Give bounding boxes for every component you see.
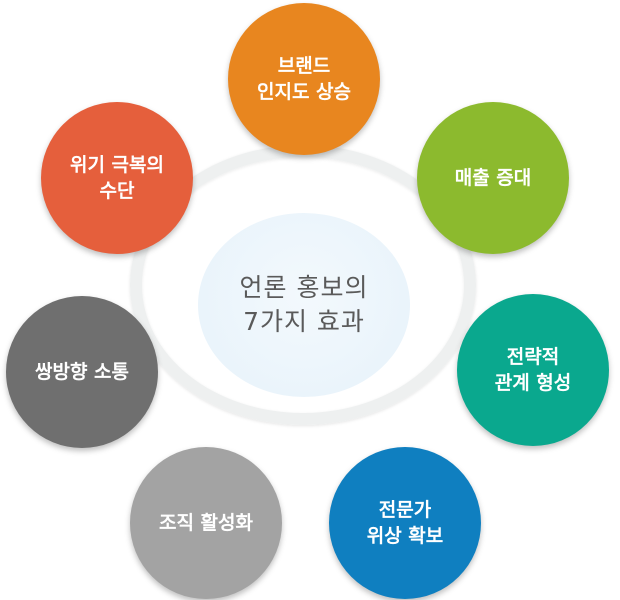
effect-node-organization-vitalization: 조직 활성화 — [130, 447, 282, 599]
effect-node-strategic-relations: 전략적 관계 형성 — [457, 294, 609, 446]
effect-label: 조직 활성화 — [158, 512, 253, 534]
effect-node-crisis-management: 위기 극복의 수단 — [41, 102, 193, 254]
effect-label: 쌍방향 소통 — [34, 361, 129, 383]
center-title: 언론 홍보의 7가지 효과 — [239, 273, 369, 336]
center-circle: 언론 홍보의 7가지 효과 — [198, 213, 410, 397]
effect-label: 전문가 위상 확보 — [366, 499, 444, 547]
effect-node-brand-awareness: 브랜드 인지도 상승 — [228, 3, 380, 155]
effect-node-two-way-communication: 쌍방향 소통 — [6, 296, 158, 448]
effect-node-sales-increase: 매출 증대 — [417, 102, 569, 254]
effect-label: 브랜드 인지도 상승 — [256, 55, 351, 103]
effect-label: 매출 증대 — [454, 167, 532, 189]
effect-node-expert-status: 전문가 위상 확보 — [329, 447, 481, 599]
effect-label: 전략적 관계 형성 — [494, 346, 572, 394]
effect-label: 위기 극복의 수단 — [69, 154, 164, 202]
